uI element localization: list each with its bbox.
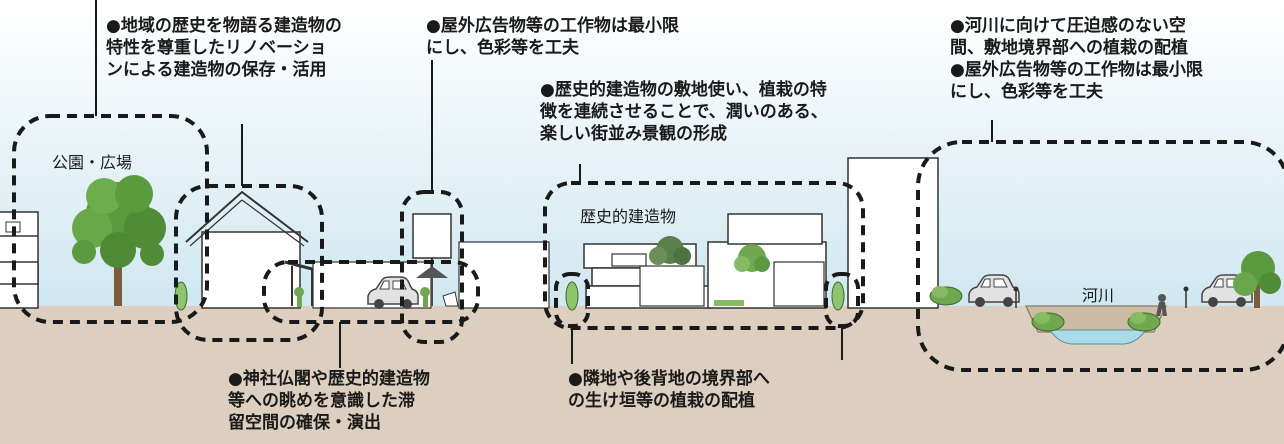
note-streetscape: ●歴史的建造物の敷地使い、植栽の特 徴を連続させることで、潤いのある、 楽しい街… [540,80,828,144]
note-river-right: ●河川に向けて圧迫感のない空 間、敷地境界部への植栽の配植 ●屋外広告物等の工作… [950,16,1203,102]
river-label: 河川 [1082,286,1115,305]
historic-building-label: 歴史的建造物 [580,207,677,226]
note-renovation: ●地域の歴史を物語る建造物の 特性を尊重したリノベーショ ンによる建造物の保存・… [106,16,342,80]
street-lamp-right [1183,286,1189,308]
river-tree [1233,251,1281,308]
leader-lines [95,0,993,368]
street-lamp-left [1013,286,1019,308]
left-building [0,211,39,309]
region-river [916,140,1284,372]
park-label: 公園・広場 [52,153,133,172]
note-ad-center: ●屋外広告物等の工作物は最小限 にし、色彩等を工夫 [426,16,679,58]
region-view [262,260,480,324]
historic-building [583,213,827,309]
car-river-left [968,274,1020,308]
note-boundary: ●隣地や後背地の境界部へ の生け垣等の植栽の配植 [568,369,770,411]
hedge-right [831,281,845,311]
region-park [12,114,209,324]
renovated-house [185,190,309,309]
bush-left [929,285,963,306]
park-tree [72,175,166,306]
sign-board [412,213,459,307]
person-icon [1156,294,1167,316]
mid-building [458,241,550,309]
hedge-left [565,281,579,311]
river-channel [1025,305,1167,345]
note-shrine-view: ●神社仏閣や歴史的建造物 等への眺めを意識した滞 留空間の確保・演出 [228,369,430,433]
